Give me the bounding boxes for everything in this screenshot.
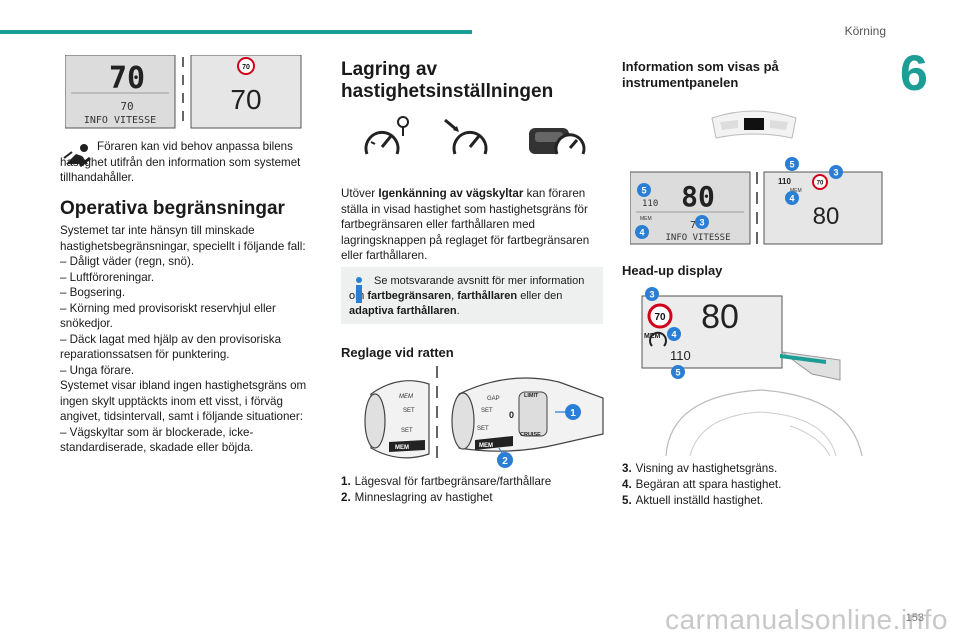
operating-limitations-body: Systemet tar inte hänsyn till minskade h… (60, 223, 318, 456)
cluster-left-info: INFO VITESSE (665, 233, 730, 243)
hud-legend: 3.Visning av hastighetsgräns. 4.Begäran … (622, 461, 876, 509)
cluster-right-mem: MEM (790, 188, 802, 194)
info-icon (356, 277, 362, 303)
speed-display-illustrations: 70 70 INFO VITESSE 70 70 (65, 55, 302, 129)
cluster-right-sign: 70 (817, 181, 824, 187)
cluster-callout-5b: 5 (789, 160, 794, 170)
list-item: 3.Visning av hastighetsgräns. (622, 462, 778, 475)
cluster-callout-3a: 3 (699, 218, 704, 228)
cluster-callout-5a: 5 (641, 186, 646, 196)
display-left-big: 70 (109, 61, 145, 96)
cluster-right-value: 80 (813, 203, 840, 230)
list-item: 4.Begäran att spara hastighet. (622, 478, 782, 491)
hud-heading: Head-up display (622, 263, 723, 278)
watermark: carmanualsonline.info (665, 604, 948, 635)
operating-limitations-heading: Operativa begränsningar (60, 198, 285, 219)
speed-limit-icons (364, 116, 586, 155)
hud-callout-5: 5 (675, 368, 680, 378)
stalk-right-cruise: CRUISE (520, 432, 541, 438)
header-accent-bar (0, 30, 472, 34)
limit-item: – Bogsering. (60, 286, 126, 299)
chapter-label: Körning (844, 24, 886, 38)
speed-memorise-heading: Lagring av hastighetsinställningen (341, 59, 554, 102)
hud-sign: 70 (654, 312, 666, 323)
stalk-left-set2: SET (401, 428, 413, 434)
display-right-value: 70 (230, 84, 261, 115)
limit-item: – Körning med provisoriskt reservhjul el… (60, 301, 276, 331)
cluster-left-big: 80 (681, 180, 715, 213)
steering-controls-heading: Reglage vid ratten (341, 345, 454, 360)
chapter-number: 6 (900, 45, 928, 101)
steering-stalk-illustration: MEM SET SET MEM GAP SET SET MEM LIMIT 0 … (364, 366, 604, 468)
limit-item: – Däck lagat med hjälp av den provisoris… (60, 332, 282, 362)
stalk-left-mem-btn: MEM (395, 445, 409, 451)
stalk-right-limit: LIMIT (524, 393, 539, 399)
stalk-right-zero: 0 (509, 410, 514, 420)
cluster-callout-4a: 4 (639, 228, 644, 238)
callout-1: 1 (570, 408, 576, 419)
callout-2: 2 (502, 456, 508, 467)
page-number: 153 (905, 612, 924, 624)
display-left-small: 70 (120, 100, 133, 113)
driver-note: Föraren kan vid behov anpassa bilens has… (60, 140, 301, 184)
hud-small: 110 (670, 348, 691, 363)
stalk-right-mem-btn: MEM (479, 443, 493, 449)
limit-item: – Unga förare. (60, 363, 135, 377)
cluster-left-mem: MEM (640, 216, 652, 222)
hud-callout-4: 4 (671, 330, 676, 340)
limit-item: – Luftföroreningar. (60, 270, 155, 284)
display-left-info: INFO VITESSE (84, 115, 156, 126)
list-item: 1.Lägesval för fartbegränsare/farthållar… (341, 475, 552, 488)
list-item: 5.Aktuell inställd hastighet. (622, 494, 764, 507)
stalk-right-set: SET (481, 408, 493, 414)
dashboard-location-icon (711, 110, 797, 139)
hud-illustration: 70 80 MEM 110 3 4 5 (641, 287, 863, 456)
list-item: 2.Minneslagring av hastighet (341, 491, 493, 504)
instrument-cluster-displays: 80 110 MEM 70 INFO VITESSE 5 3 4 110 MEM… (630, 157, 883, 245)
limit-item: – Vägskyltar som är blockerade, icke-sta… (60, 425, 254, 455)
speed-memorise-para: Utöver Igenkänning av vägskyltar kan för… (341, 187, 590, 262)
limit-item: – Dåligt väder (regn, snö). (60, 255, 195, 268)
stalk-legend: 1.Lägesval för fartbegränsare/farthållar… (341, 474, 603, 506)
stalk-left-mem-top: MEM (399, 394, 413, 400)
stalk-right-gap: GAP (487, 396, 500, 402)
stalk-right-set2: SET (477, 426, 489, 432)
display-right-sign: 70 (242, 64, 250, 71)
cluster-callout-3b: 3 (833, 168, 838, 178)
hud-value: 80 (701, 298, 739, 336)
stalk-left-set: SET (403, 408, 415, 414)
cluster-left-small: 110 (642, 199, 658, 209)
cluster-callout-4b: 4 (789, 194, 794, 204)
instrument-panel-heading: Information som visas på instrumentpanel… (622, 59, 779, 90)
hud-callout-3: 3 (649, 290, 654, 300)
cluster-right-top: 110 (778, 177, 791, 186)
info-box: Se motsvarande avsnitt för mer informati… (341, 267, 603, 324)
driver-warning-icon (63, 144, 91, 168)
